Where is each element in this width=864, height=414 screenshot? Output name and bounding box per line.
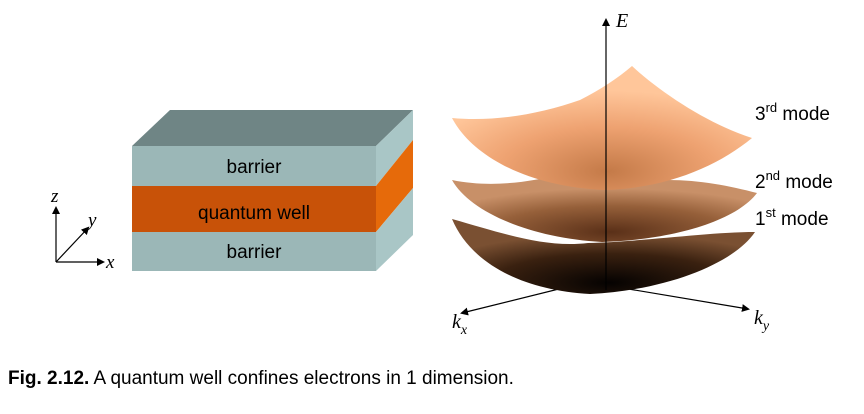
barrier-top-side	[376, 110, 413, 186]
barrier-bottom-label: barrier	[227, 242, 283, 263]
mode-3-surface	[452, 66, 752, 190]
caption-label: Fig. 2.12.	[8, 368, 90, 389]
mode-1-label: 1st mode	[755, 205, 829, 230]
figure-caption: Fig. 2.12. A quantum well confines elect…	[8, 368, 514, 390]
well-side	[376, 140, 413, 232]
energy-dispersion-plot: E kx ky 3rd mode 2nd mode 1st mode	[452, 10, 833, 338]
layer-slab: barrier quantum well barrier	[132, 110, 413, 271]
mode-1-surface	[452, 219, 755, 294]
barrier-bottom-front	[132, 232, 376, 271]
quantum-well-label: quantum well	[198, 203, 310, 224]
barrier-top-front	[132, 146, 376, 186]
well-front	[132, 186, 376, 232]
kx-axis-label: kx	[452, 311, 468, 338]
x-axis-label: x	[105, 252, 115, 273]
energy-axis-label: E	[615, 10, 628, 32]
xyz-axes: z y x	[50, 186, 115, 273]
y-axis-label: y	[86, 210, 97, 231]
mode-3-label: 3rd mode	[755, 100, 830, 125]
caption-text: A quantum well confines electrons in 1 d…	[89, 368, 514, 389]
mode-2-surface	[452, 175, 757, 242]
barrier-top-label: barrier	[227, 157, 283, 178]
mode-2-label: 2nd mode	[755, 168, 833, 193]
slab-top-face	[132, 110, 413, 146]
ky-axis-label: ky	[754, 307, 770, 334]
barrier-bottom-side	[376, 188, 413, 271]
z-axis-label: z	[50, 186, 59, 207]
y-axis-line	[55, 226, 90, 263]
